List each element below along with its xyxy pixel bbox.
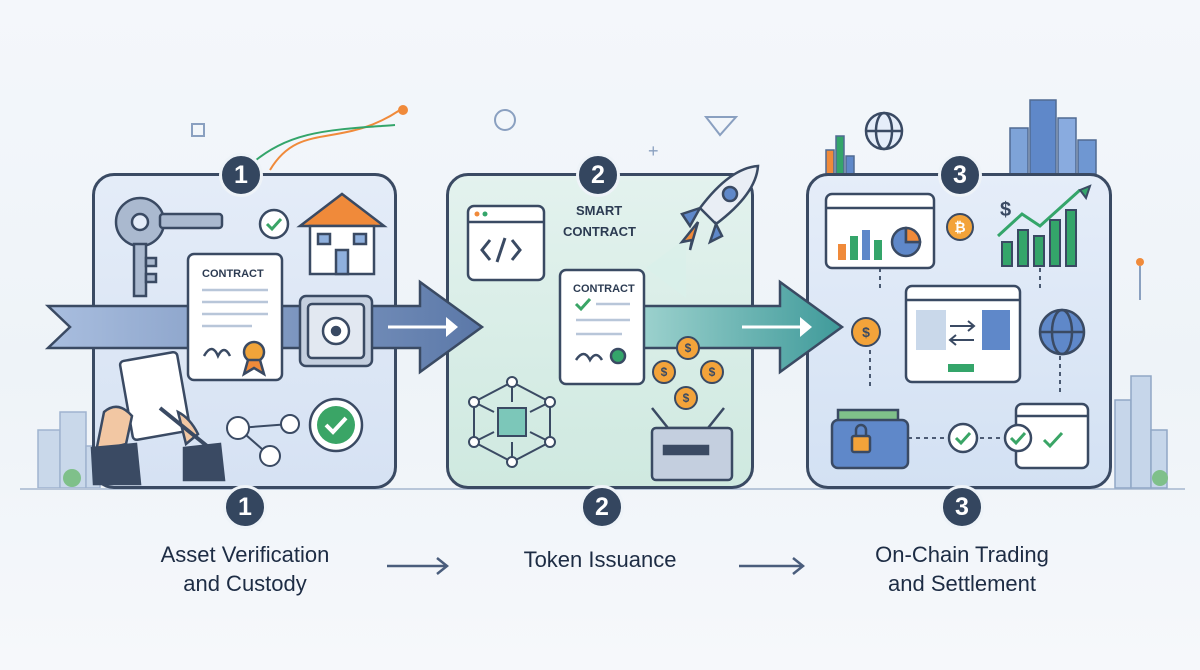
code-window-icon (466, 204, 546, 282)
document-icon (186, 252, 284, 382)
exchange-window-icon (904, 284, 1022, 384)
bitcoin-icon: ₿ (946, 213, 974, 241)
coin-dollar-1: $ (685, 341, 692, 355)
vault-icon (298, 294, 374, 368)
coin-trade-icon: $ (851, 317, 881, 347)
step-2-badge: 2 (580, 485, 624, 529)
connector-arrow-2-icon (739, 557, 806, 575)
step-3-label: On-Chain Trading and Settlement (875, 542, 1049, 596)
smart-contract-label-1: SMART (576, 203, 622, 218)
key-icon (114, 196, 224, 298)
svg-text:+: + (648, 141, 659, 161)
smart-contract-label-2: CONTRACT (563, 224, 636, 239)
dollar-sign-label: $ (1000, 199, 1011, 221)
settlement-check-icon (947, 422, 979, 454)
city-top-icon (825, 99, 1097, 175)
chart-icon (824, 192, 936, 270)
globe-icon (864, 111, 1086, 356)
coin-dollar-3: $ (709, 365, 716, 379)
mint-machine-icon (650, 407, 734, 482)
step-2-label: Token Issuance (523, 547, 677, 572)
contract-1-label: CONTRACT (202, 268, 264, 280)
growth-chart-icon (996, 184, 1092, 267)
rocket-icon (646, 164, 760, 298)
step-1-top-badge: 1 (219, 153, 263, 197)
verified-check-icon (308, 397, 364, 453)
coin-trade-dollar: $ (862, 324, 870, 340)
hand-icon (90, 350, 226, 486)
coin-dollar-2: $ (661, 365, 668, 379)
step-3-top-badge: 3 (938, 153, 982, 197)
svg-text:₿: ₿ (954, 219, 965, 235)
coin-dollar-4: $ (683, 391, 690, 405)
step-1-badge: 1 (223, 485, 267, 529)
step-3-badge: 3 (940, 485, 984, 529)
blockchain-icon (468, 376, 556, 468)
connector-arrow-1-icon (387, 557, 450, 575)
arrow-2-icon (634, 279, 845, 375)
confirmation-window-icon (1003, 402, 1090, 470)
house-icon (296, 192, 388, 276)
step-2-top-badge: 2 (576, 153, 620, 197)
network-icon (226, 414, 300, 467)
contract-2-label: CONTRACT (573, 283, 635, 295)
contract-scroll-icon (558, 268, 646, 386)
wallet-icon (830, 408, 910, 470)
step-1-label: Asset Verification and Custody (160, 542, 330, 596)
check-icon (258, 208, 290, 240)
